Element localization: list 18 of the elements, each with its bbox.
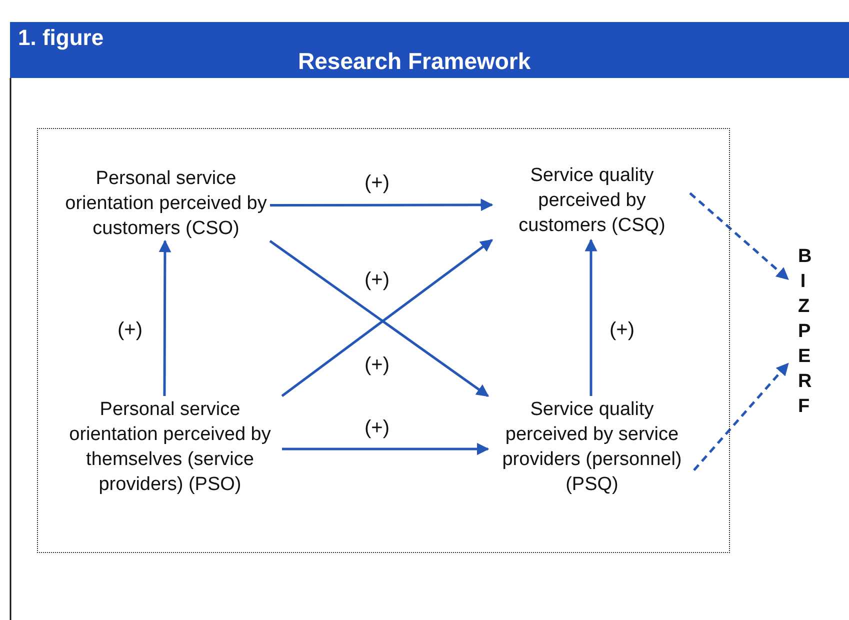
arrow (270, 198, 494, 212)
arrow (282, 442, 490, 456)
edge-label: (+) (362, 172, 392, 194)
construct-label: Personal service orientation perceived by themselves (service providers) (PSO) (68, 398, 272, 497)
construct-label: Service quality perceived by customers (CSQ) (518, 164, 666, 238)
edge-label: (+) (608, 318, 636, 342)
construct-label: Personal service orientation perceived by customers (CSO) (64, 167, 268, 241)
figure-title: Research Framework (298, 47, 531, 75)
arrow (584, 238, 598, 396)
edge-label: (+) (362, 416, 392, 440)
construct-label: Service quality perceived by service providers (personnel) (PSQ) (501, 398, 683, 497)
dashed-arrow (689, 192, 789, 280)
arrow (158, 240, 172, 396)
edge-label: (+) (362, 268, 392, 292)
edge-label: (+) (116, 318, 144, 342)
dashed-arrow (693, 362, 789, 472)
edge-label: (+) (362, 354, 392, 376)
figure-number: 1. figure (18, 24, 104, 52)
